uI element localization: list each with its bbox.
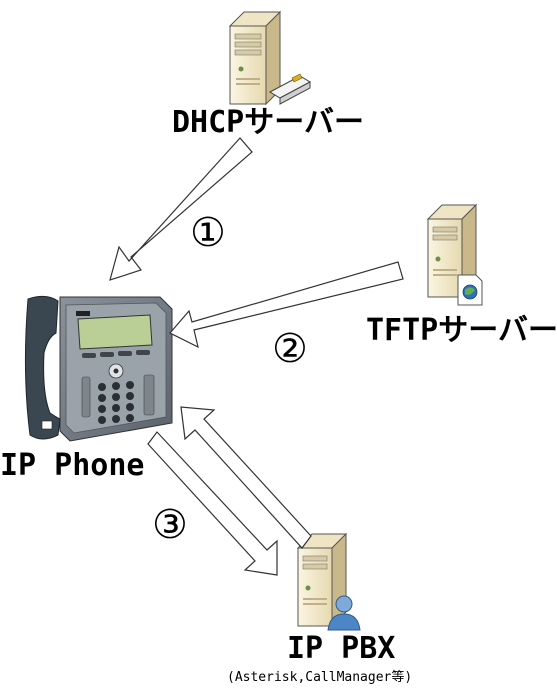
tftp-server-label: TFTPサーバー [366, 313, 557, 348]
ip-phone-icon [24, 295, 173, 442]
server-with-user-icon [296, 532, 361, 631]
server-with-document-icon [426, 203, 483, 306]
step-number-2: ② [272, 326, 308, 372]
dhcp-server-label: DHCPサーバー [172, 105, 364, 140]
step-number-1: ① [190, 210, 226, 256]
ip-pbx-label: IP PBX [287, 631, 395, 666]
tftp-to-phone-arrow [169, 261, 404, 349]
step-number-3: ③ [152, 502, 188, 548]
ip-phone-label: IP Phone [0, 448, 145, 483]
phone-to-pbx-arrow [147, 431, 278, 576]
server-with-network-card-icon [228, 10, 312, 106]
pbx-to-phone-arrow [180, 406, 312, 549]
dhcp-to-phone-arrow [109, 137, 253, 281]
ip-pbx-sublabel: (Asterisk,CallManager等) [227, 669, 412, 685]
